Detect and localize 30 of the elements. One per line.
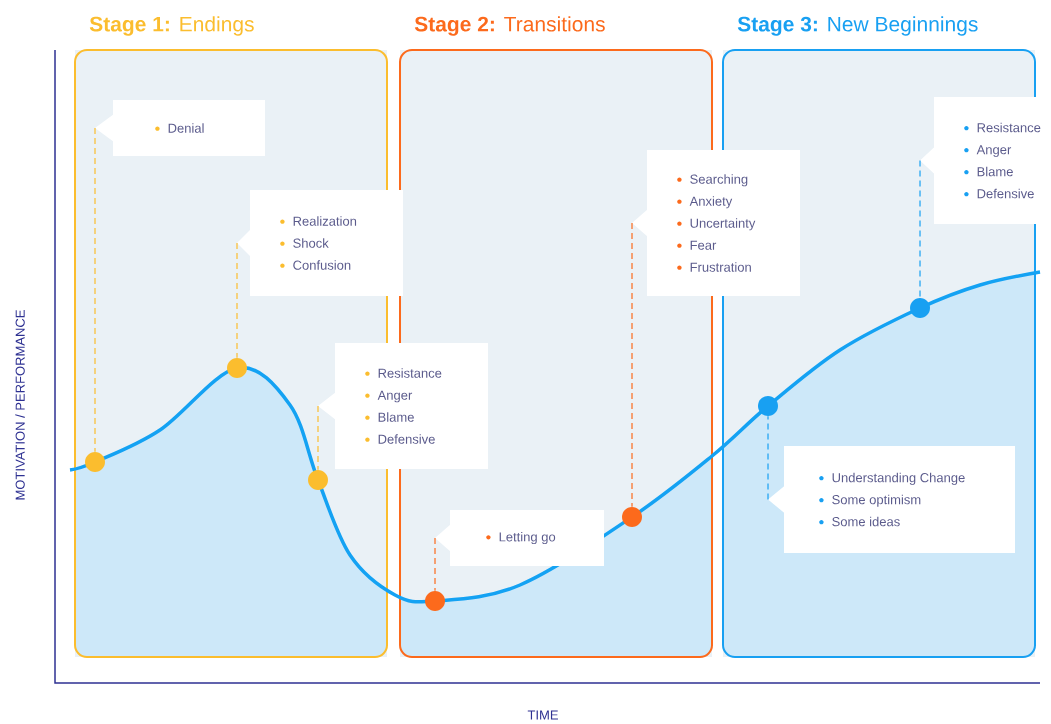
callout-box: Letting go: [435, 510, 604, 566]
stage-heading: Stage 2: Transitions: [414, 16, 605, 36]
curve-dot: [910, 298, 930, 318]
node-label: Defensive: [977, 188, 1034, 199]
curve-dot: [85, 452, 105, 472]
leader-line: [317, 405, 319, 471]
leader-line: [919, 159, 921, 299]
callout-box: Resistance Anger Blame Defensive: [318, 343, 488, 469]
leader-line: [434, 537, 436, 592]
leader-line: [631, 222, 633, 508]
callout-box: Denial: [95, 100, 265, 156]
callout-box: Resistance Anger Blame Defensive: [920, 97, 1050, 224]
node-label: Anger: [976, 145, 1012, 157]
curve-dot: [758, 396, 778, 416]
leader-line: [767, 415, 769, 501]
node-label: Resistance: [977, 122, 1041, 133]
callout-box: Searching Anxiety Uncertainty Fear Frustration: [632, 150, 800, 296]
curve-dot: [308, 470, 328, 490]
leader-line: [94, 127, 96, 453]
axis-label: TIME: [527, 710, 558, 720]
node-label: Blame: [977, 166, 1013, 177]
callout-box: Understanding Change Some optimism Some ideas: [768, 446, 1015, 553]
leader-line: [236, 242, 238, 359]
curve-dot: [425, 591, 445, 611]
stage-heading: Stage 3: New Beginnings: [737, 16, 978, 36]
stage-heading: Stage 1: Endings: [89, 16, 254, 36]
curve-dot: [622, 507, 642, 527]
axis-label: MOTIVATION / PERFORMANCE: [15, 310, 25, 500]
callout-box: Realization Shock Confusion: [237, 190, 403, 296]
curve-dot: [227, 358, 247, 378]
